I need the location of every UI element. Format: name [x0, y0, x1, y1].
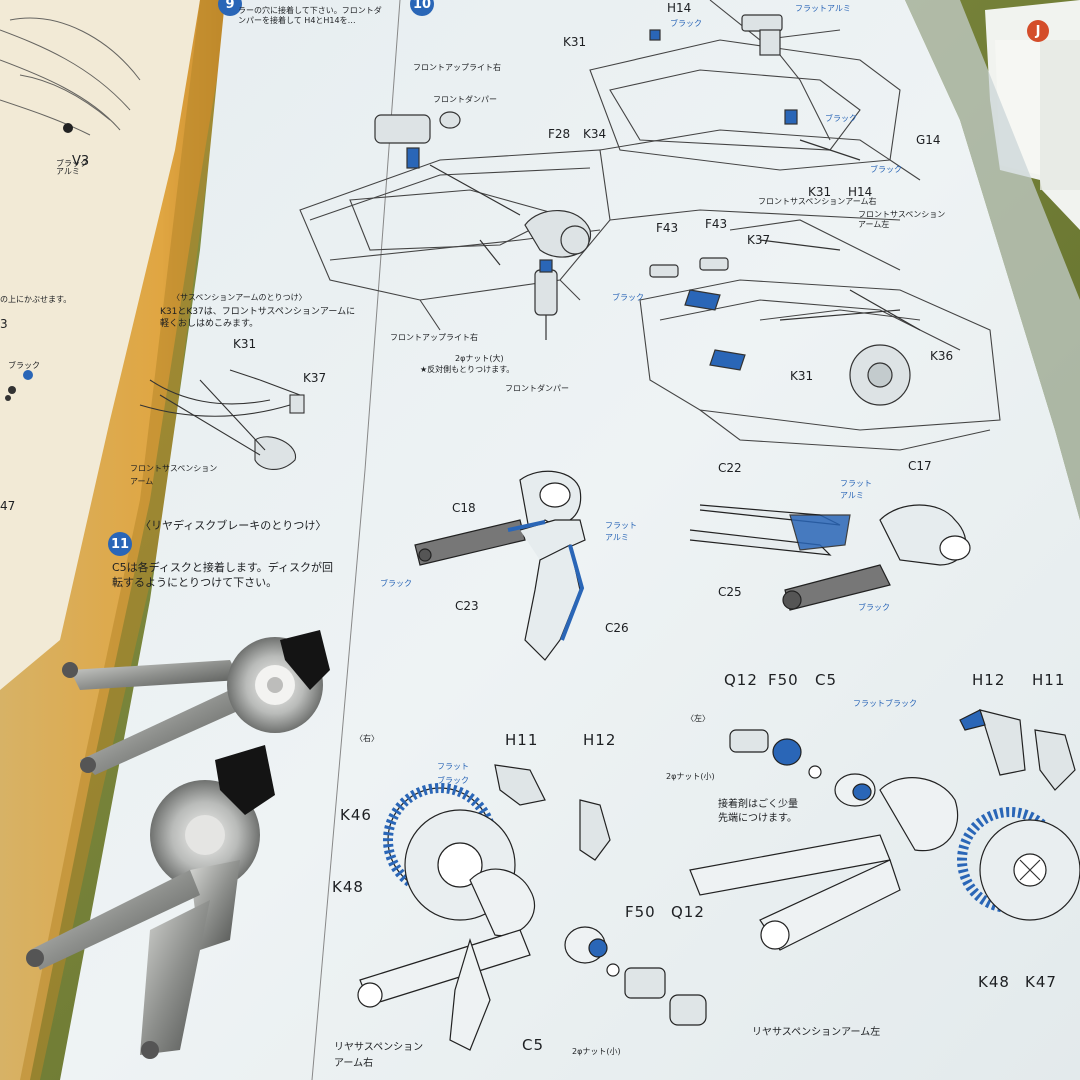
- label-front-arm-inset: フロントサスペンション アーム: [130, 464, 218, 486]
- label-black-2: ブラック: [870, 165, 902, 174]
- label-k46: K46: [340, 806, 372, 824]
- label-f50-left: F50: [768, 671, 799, 689]
- label-q12-right: Q12: [671, 903, 705, 921]
- label-q12-left: Q12: [724, 671, 758, 689]
- label-h12-left: H12: [972, 671, 1006, 689]
- label-c18: C18: [452, 501, 476, 515]
- step-9-badge: 9: [218, 0, 242, 16]
- label-opposite-side: ★反対側もとりつけます。: [420, 365, 515, 374]
- label-c5-right: C5: [522, 1036, 545, 1054]
- label-c23: C23: [455, 599, 479, 613]
- label-glue-note: 接着剤はごく少量 先端につけます。: [718, 799, 798, 824]
- label-k36: K36: [930, 349, 954, 363]
- suspension-arm-text: K31とK37は、フロントサスペンションアームに軽くおしはめこみます。: [160, 307, 356, 329]
- label-rear-arm-right: リヤサスペンション アーム右: [334, 1042, 424, 1069]
- suspension-arm-title: 〈サスペンションアームのとりつけ〉: [172, 293, 307, 302]
- step-11-badge: 11: [108, 532, 132, 556]
- label-black-c2: ブラック: [858, 603, 890, 612]
- label-f43a: F43: [656, 221, 679, 235]
- label-k48-left: K48: [978, 973, 1010, 991]
- label-g14: G14: [916, 133, 941, 147]
- label-f43b: F43: [705, 217, 728, 231]
- label-c25: C25: [718, 585, 742, 599]
- label-front-arm-right: フロントサスペンションアーム右: [758, 197, 877, 206]
- label-f50-right: F50: [625, 903, 656, 921]
- label-c17: C17: [908, 459, 932, 473]
- label-k31-low: K31: [790, 369, 814, 383]
- label-side-left: 〈左〉: [686, 714, 710, 723]
- step-10-badge: 10: [410, 0, 434, 16]
- label-black-c: ブラック: [380, 579, 412, 588]
- label-h14-mid: H14: [848, 185, 873, 199]
- label-side-right: 〈右〉: [355, 734, 379, 743]
- left-47: 47: [0, 499, 16, 513]
- step-j-badge: J: [1027, 20, 1049, 42]
- left-black-alumi: ブラック アルミ: [56, 159, 88, 176]
- label-h11-left: H11: [1032, 671, 1066, 689]
- label-flat-black-left: フラットブラック: [853, 699, 917, 708]
- label-c5-left: C5: [815, 671, 838, 689]
- step11-text: C5は各ディスクと接着します。ディスクが回転するようにとりつけて下さい。: [112, 561, 334, 589]
- label-f28: F28: [548, 127, 571, 141]
- photo-rear-arm-top: [62, 630, 330, 775]
- part-v3: V3: [72, 154, 90, 169]
- label-k34: K34: [583, 127, 607, 141]
- label-nut-right: 2φナット(小): [572, 1047, 621, 1056]
- label-flat-black-right: フラット ブラック: [437, 762, 469, 785]
- left-black: ブラック: [8, 361, 40, 370]
- label-flat-alumi-c2: フラット アルミ: [840, 479, 872, 500]
- label-flat-alumi-c: フラット アルミ: [605, 521, 637, 542]
- label-black-top: ブラック: [670, 19, 702, 28]
- label-rear-arm-left: リヤサスペンションアーム左: [752, 1027, 881, 1038]
- left-note: の上にかぶせます。: [0, 295, 72, 304]
- label-black-3: ブラック: [612, 293, 644, 302]
- photo-rear-arm-bottom: [26, 745, 275, 1059]
- label-front-upright-right-2: フロントアップライト右: [390, 333, 478, 342]
- label-k37: K37: [747, 233, 771, 247]
- label-front-damper-2: フロントダンパー: [505, 384, 569, 393]
- label-c26: C26: [605, 621, 629, 635]
- label-nut-left: 2φナット(小): [666, 772, 715, 781]
- label-h12-right: H12: [583, 731, 617, 749]
- label-h11-right: H11: [505, 731, 539, 749]
- label-h14-top: H14: [667, 1, 692, 15]
- label-k31-inset: K31: [233, 337, 257, 351]
- label-k31-top: K31: [563, 35, 587, 49]
- label-flat-alumi-top: フラットアルミ: [795, 4, 851, 13]
- label-front-arm-left: フロントサスペンション アーム左: [858, 210, 946, 229]
- label-k31-mid: K31: [808, 185, 832, 199]
- left-3: 3: [0, 317, 8, 331]
- label-c22: C22: [718, 461, 742, 475]
- label-front-upright-right: フロントアップライト右: [413, 63, 501, 72]
- label-nut-large: 2φナット(大): [455, 354, 504, 363]
- label-black: ブラック: [825, 114, 857, 123]
- step9-intro: ラーの穴に接着して下さい。フロントダンパーを接着して H4とH14を…: [238, 6, 382, 25]
- step11-title: 〈リヤディスクブレーキのとりつけ〉: [140, 519, 327, 532]
- label-k47: K47: [1025, 973, 1057, 991]
- label-k48-right: K48: [332, 878, 364, 896]
- label-front-damper: フロントダンパー: [433, 95, 497, 104]
- label-k37-inset: K37: [303, 371, 327, 385]
